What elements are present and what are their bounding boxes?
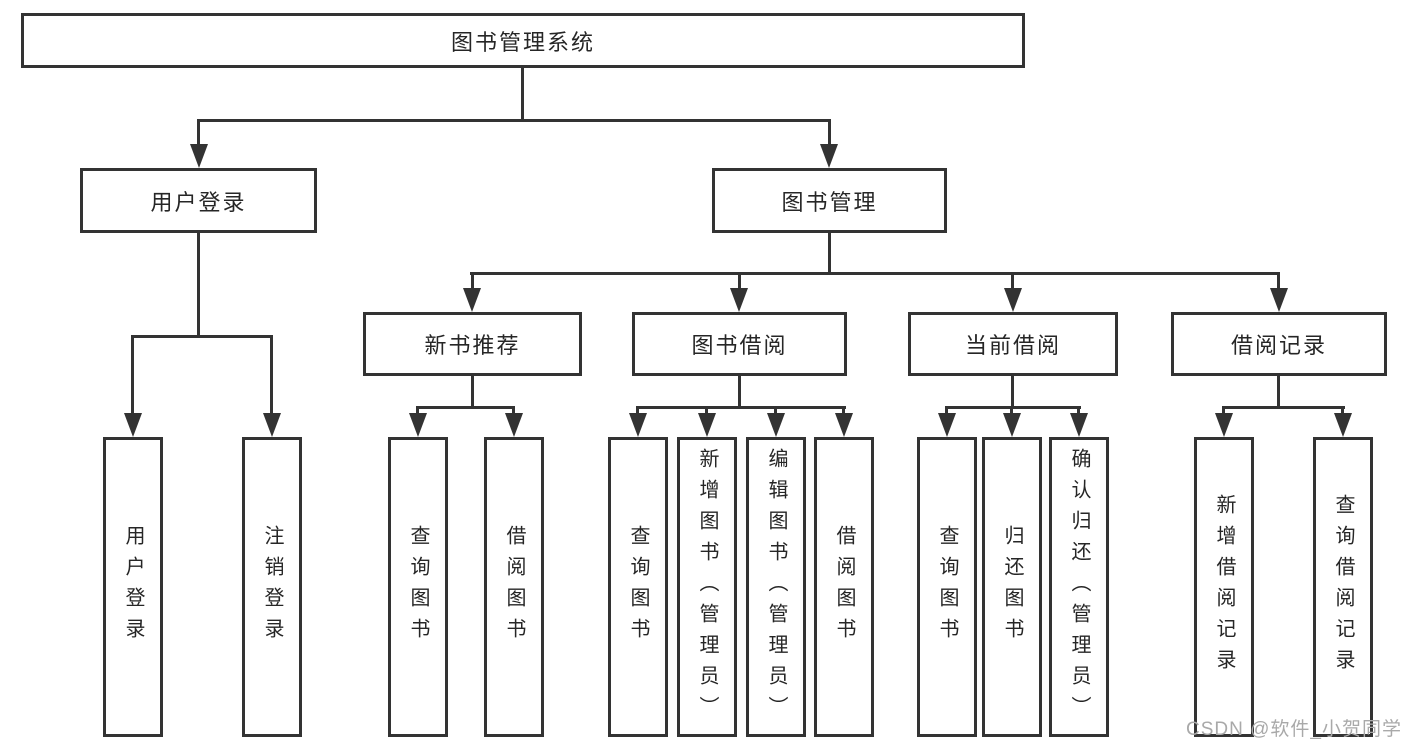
arrowhead-icon xyxy=(1003,413,1021,437)
connector-module4-bar xyxy=(1222,406,1345,409)
node-new-book-recommend: 新书推荐 xyxy=(363,312,582,376)
connector-module2-drop xyxy=(738,272,741,292)
arrowhead-icon xyxy=(1270,288,1288,312)
leaf-query-books-borrow: 查询图书 xyxy=(608,437,668,737)
connector-module2-stub xyxy=(738,376,741,408)
node-current-borrow: 当前借阅 xyxy=(908,312,1118,376)
leaf-user-login-label: 用户登录 xyxy=(122,525,144,649)
leaf-borrow-books-recommend: 借阅图书 xyxy=(484,437,544,737)
leaf-user-login: 用户登录 xyxy=(103,437,163,737)
connector-module4-drop xyxy=(1277,272,1280,292)
arrowhead-icon xyxy=(190,144,208,168)
connector-level2-bar xyxy=(197,119,831,122)
leaf-query-borrow-record-label: 查询借阅记录 xyxy=(1332,494,1354,680)
leaf-add-borrow-record-label: 新增借阅记录 xyxy=(1213,494,1235,680)
connector-module3-bar xyxy=(945,406,1081,409)
leaf-add-book-admin: 新增图书（管理员） xyxy=(677,437,737,737)
connector-leaf-drop xyxy=(945,406,948,419)
node-current-borrow-label: 当前借阅 xyxy=(964,333,1061,358)
leaf-confirm-return-admin: 确认归还（管理员） xyxy=(1049,437,1109,737)
arrowhead-icon xyxy=(835,413,853,437)
arrowhead-icon xyxy=(629,413,647,437)
node-book-borrow-label: 图书借阅 xyxy=(691,333,788,358)
connector-leaf-drop xyxy=(1010,406,1013,419)
connector-login-leaf2-drop xyxy=(270,335,273,417)
arrowhead-icon xyxy=(767,413,785,437)
arrowhead-icon xyxy=(1215,413,1233,437)
connector-root-stub xyxy=(521,68,524,120)
connector-leaf-drop xyxy=(842,406,845,419)
arrowhead-icon xyxy=(1004,288,1022,312)
watermark: CSDN @软件_小贺同学 xyxy=(1186,719,1402,740)
connector-login-bar xyxy=(131,335,273,338)
leaf-confirm-return-admin-label: 确认归还（管理员） xyxy=(1068,447,1090,727)
leaf-return-book-label: 归还图书 xyxy=(1001,525,1023,649)
leaf-edit-book-admin-label: 编辑图书（管理员） xyxy=(765,447,787,727)
node-book-management: 图书管理 xyxy=(712,168,947,233)
connector-leaf-drop xyxy=(705,406,708,419)
arrowhead-icon xyxy=(730,288,748,312)
connector-module1-bar xyxy=(416,406,515,409)
node-borrow-records: 借阅记录 xyxy=(1171,312,1387,376)
arrowhead-icon xyxy=(463,288,481,312)
connector-management-stub xyxy=(828,233,831,274)
connector-leaf-drop xyxy=(416,406,419,419)
connector-leaf-drop xyxy=(774,406,777,419)
arrowhead-icon xyxy=(698,413,716,437)
leaf-query-books-current-label: 查询图书 xyxy=(936,525,958,649)
node-root: 图书管理系统 xyxy=(21,13,1025,68)
connector-leaf-drop xyxy=(1222,406,1225,419)
leaf-edit-book-admin: 编辑图书（管理员） xyxy=(746,437,806,737)
connector-module1-drop xyxy=(471,272,474,292)
leaf-logout: 注销登录 xyxy=(242,437,302,737)
leaf-borrow-books-recommend-label: 借阅图书 xyxy=(503,525,525,649)
connector-login-stub xyxy=(197,233,200,335)
connector-module3-stub xyxy=(1011,376,1014,408)
arrowhead-icon xyxy=(263,413,281,437)
connector-module4-stub xyxy=(1277,376,1280,408)
connector-module1-stub xyxy=(471,376,474,408)
connector-leaf-drop xyxy=(1341,406,1344,419)
leaf-return-book: 归还图书 xyxy=(982,437,1042,737)
node-borrow-records-label: 借阅记录 xyxy=(1230,333,1327,358)
connector-module3-drop xyxy=(1011,272,1014,292)
leaf-logout-label: 注销登录 xyxy=(261,525,283,649)
node-user-login: 用户登录 xyxy=(80,168,317,233)
leaf-query-books-recommend: 查询图书 xyxy=(388,437,448,737)
leaf-query-borrow-record: 查询借阅记录 xyxy=(1313,437,1373,737)
arrowhead-icon xyxy=(820,144,838,168)
leaf-query-books-recommend-label: 查询图书 xyxy=(407,525,429,649)
node-user-login-label: 用户登录 xyxy=(150,189,247,215)
leaf-borrow-books-label: 借阅图书 xyxy=(833,525,855,649)
leaf-borrow-books: 借阅图书 xyxy=(814,437,874,737)
arrowhead-icon xyxy=(1070,413,1088,437)
leaf-add-book-admin-label: 新增图书（管理员） xyxy=(696,447,718,727)
node-book-borrow: 图书借阅 xyxy=(632,312,847,376)
arrowhead-icon xyxy=(124,413,142,437)
leaf-add-borrow-record: 新增借阅记录 xyxy=(1194,437,1254,737)
arrowhead-icon xyxy=(1334,413,1352,437)
connector-leaf-drop xyxy=(512,406,515,419)
node-new-book-recommend-label: 新书推荐 xyxy=(424,333,521,358)
connector-module2-bar xyxy=(636,406,846,409)
connector-leaf-drop xyxy=(1077,406,1080,419)
leaf-query-books-borrow-label: 查询图书 xyxy=(627,525,649,649)
leaf-query-books-current: 查询图书 xyxy=(917,437,977,737)
node-root-label: 图书管理系统 xyxy=(450,29,595,55)
arrowhead-icon xyxy=(505,413,523,437)
connector-login-drop xyxy=(197,119,200,148)
arrowhead-icon xyxy=(938,413,956,437)
connector-login-leaf1-drop xyxy=(131,335,134,417)
arrowhead-icon xyxy=(409,413,427,437)
connector-leaf-drop xyxy=(636,406,639,419)
connector-level3-bar xyxy=(470,272,1280,275)
node-book-management-label: 图书管理 xyxy=(781,189,878,215)
connector-management-drop xyxy=(828,119,831,148)
